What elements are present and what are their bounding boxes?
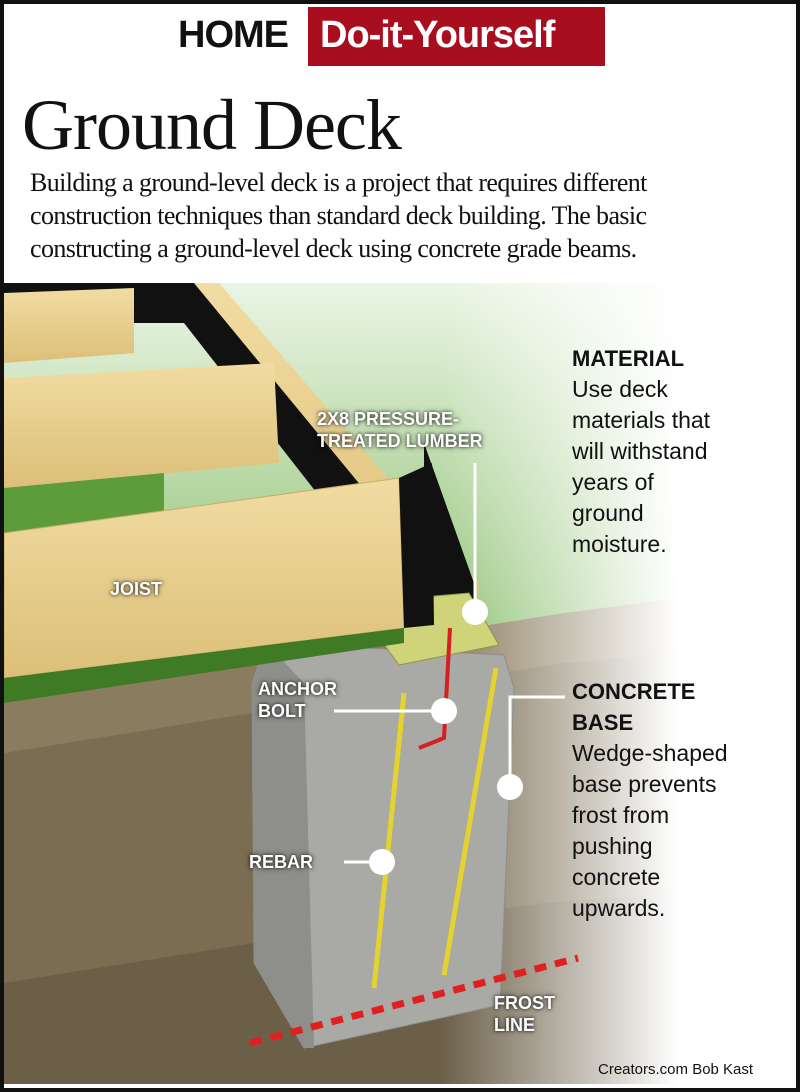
- frost-line: [249, 954, 579, 1047]
- rebar-right: [441, 667, 499, 976]
- material-line: will withstand: [572, 438, 708, 464]
- concrete-heading: CONCRETE: [572, 679, 696, 704]
- anchor-label-line: ANCHOR: [258, 679, 337, 699]
- intro-text: Building a ground-level deck is a projec…: [30, 166, 790, 265]
- lumber-label-line: 2X8 PRESSURE-: [317, 409, 460, 429]
- credit: Creators.com Bob Kast: [598, 1061, 754, 1078]
- material-line: moisture.: [572, 531, 667, 557]
- concrete-line: frost from: [572, 802, 670, 828]
- anchor-dot: [431, 698, 457, 724]
- concrete-dot: [497, 774, 523, 800]
- rebar-dot: [369, 849, 395, 875]
- page-title: Ground Deck: [22, 85, 402, 165]
- lumber-dot: [462, 599, 488, 625]
- concrete-line: upwards.: [572, 895, 666, 921]
- concrete-callout: CONCRETE BASE Wedge-shaped base prevents…: [572, 676, 728, 924]
- frost-label-line: FROST: [494, 993, 555, 1013]
- anchor-bolt: [418, 627, 452, 750]
- material-line: materials that: [572, 407, 711, 433]
- material-line: Use deck: [572, 376, 668, 402]
- concrete-line: pushing: [572, 833, 653, 859]
- rebar-left: [371, 692, 407, 989]
- intro-line: Building a ground-level deck is a projec…: [30, 168, 647, 197]
- lumber-label: 2X8 PRESSURE- TREATED LUMBER: [317, 408, 483, 452]
- frost-label-line: LINE: [494, 1015, 536, 1035]
- material-callout: MATERIAL Use deck materials that will wi…: [572, 343, 710, 560]
- concrete-leader: [508, 695, 565, 783]
- concrete-line: Wedge-shaped: [572, 740, 728, 766]
- joist-middle: [4, 363, 279, 488]
- joist-label: JOIST: [110, 579, 163, 599]
- section-label: HOME: [178, 14, 289, 56]
- pier-shadow: [252, 643, 314, 1048]
- material-line: years of: [572, 469, 654, 495]
- rim-back: [424, 443, 474, 633]
- deck-illustration: [4, 283, 796, 1084]
- frost-line-label: FROST LINE: [494, 992, 555, 1036]
- concrete-heading: BASE: [572, 710, 634, 735]
- joist-back: [4, 288, 134, 363]
- rebar-label: REBAR: [249, 852, 314, 872]
- concrete-line: concrete: [572, 864, 661, 890]
- section-banner: Do-it-Yourself: [308, 7, 605, 66]
- anchor-label-line: BOLT: [258, 701, 306, 721]
- anchor-bolt-label: ANCHOR BOLT: [258, 678, 337, 722]
- grass-under-joist: [4, 628, 404, 703]
- material-line: ground: [572, 500, 644, 526]
- intro-line: constructing a ground-level deck using c…: [30, 234, 637, 263]
- concrete-line: base prevents: [572, 771, 717, 797]
- joist-end-shadow: [399, 463, 434, 628]
- material-heading: MATERIAL: [572, 346, 685, 371]
- intro-line: construction techniques than standard de…: [30, 201, 647, 230]
- lumber-label-line: TREATED LUMBER: [317, 431, 483, 451]
